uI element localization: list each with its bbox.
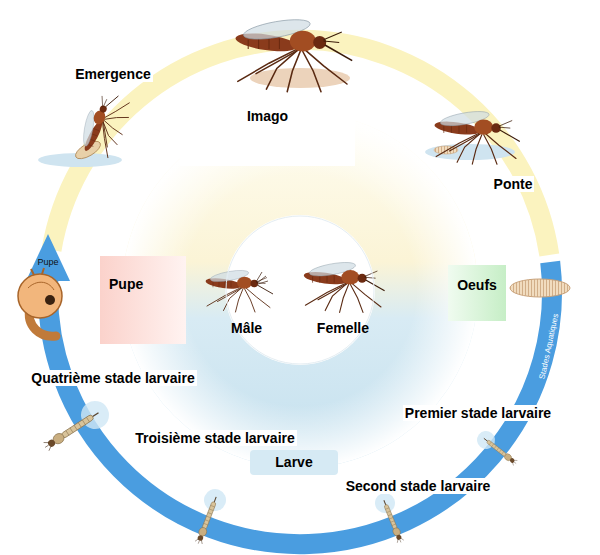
stage-label: Second stade larvaire <box>344 478 493 495</box>
stage-label: Ponte <box>492 176 535 193</box>
label-anchor: Quatrième stade larvaire <box>29 369 197 386</box>
stage-name: Pupe <box>109 276 143 293</box>
label-anchor: Ponte <box>492 175 535 192</box>
label-anchor: Second stade larvaire <box>344 477 493 494</box>
stage-name: Oeufs <box>457 277 497 294</box>
stage-panel: Pupe <box>100 256 186 344</box>
label-anchor: Premier stade larvaire <box>403 404 554 421</box>
stage-label: Troisième stade larvaire <box>133 430 297 447</box>
center-circle: Mâle Femelle <box>225 215 375 365</box>
stage-name: Femelle <box>317 320 369 337</box>
stage-name: Imago <box>247 108 288 125</box>
stage-name: Larve <box>275 454 312 471</box>
stage-panel: Larve <box>250 450 338 475</box>
label-anchor: Stades Aquatiques <box>530 309 555 381</box>
stage-panel: Imago <box>180 100 355 166</box>
circle-outline <box>225 215 375 365</box>
circle-outline-shape <box>226 216 374 364</box>
stage-label: Emergence <box>73 66 152 83</box>
label-anchor: Troisième stade larvaire <box>133 429 297 446</box>
label-anchor: Pupe <box>35 251 61 262</box>
stage-name: Mâle <box>231 320 262 337</box>
label-anchor: Emergence <box>73 65 153 82</box>
stage-label: Premier stade larvaire <box>403 405 553 422</box>
stage-label: Pupe <box>35 257 60 268</box>
stage-label: Quatrième stade larvaire <box>29 370 196 387</box>
stage-panel: Oeufs <box>448 265 506 321</box>
